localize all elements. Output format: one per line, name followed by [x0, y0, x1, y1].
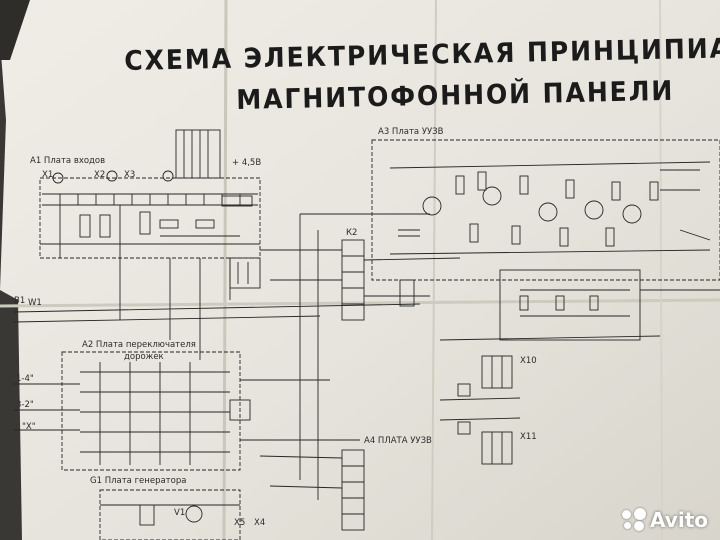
fold-line [222, 0, 228, 540]
connector-x3-label: Х3 [124, 170, 136, 180]
connector-w1-label: W1 [28, 298, 42, 308]
avito-logo-icon [622, 508, 647, 532]
supply-voltage-label: + 4,5В [232, 158, 262, 168]
track-3-2-label: 3-2" [16, 400, 34, 410]
track-1-4-label: 1-4" [16, 374, 34, 384]
connector-x4-label: Х4 [254, 518, 266, 528]
block-a3-label: А3 Плата УУЗВ [378, 127, 444, 137]
block-a2-label-line-2: дорожек [124, 352, 164, 362]
relay-k2-label: К2 [346, 228, 358, 238]
connector-x10-label: Х10 [520, 356, 537, 366]
connector-v1-label: V1 [174, 508, 186, 518]
track-x-label: "X" [22, 422, 36, 432]
block-g1-label: G1 Плата генератора [90, 476, 187, 486]
avito-watermark-text: Avito [650, 508, 708, 532]
avito-watermark: Avito [622, 508, 708, 532]
block-a1-label: А1 Плата входов [30, 156, 106, 166]
connector-x11-label: Х11 [520, 432, 537, 442]
connector-x1-label: Х1 [42, 170, 54, 180]
connector-x2-label: Х2 [94, 170, 106, 180]
connector-x5-label: Х5 [234, 518, 246, 528]
block-a2-label-line-1: А2 Плата переключателя [82, 340, 196, 350]
block-a4-label: А4 ПЛАТА УУЗВ [364, 436, 432, 446]
fold-line [431, 0, 437, 540]
circuit-lines [13, 129, 720, 540]
switch-b1-label: В1 [14, 296, 26, 306]
